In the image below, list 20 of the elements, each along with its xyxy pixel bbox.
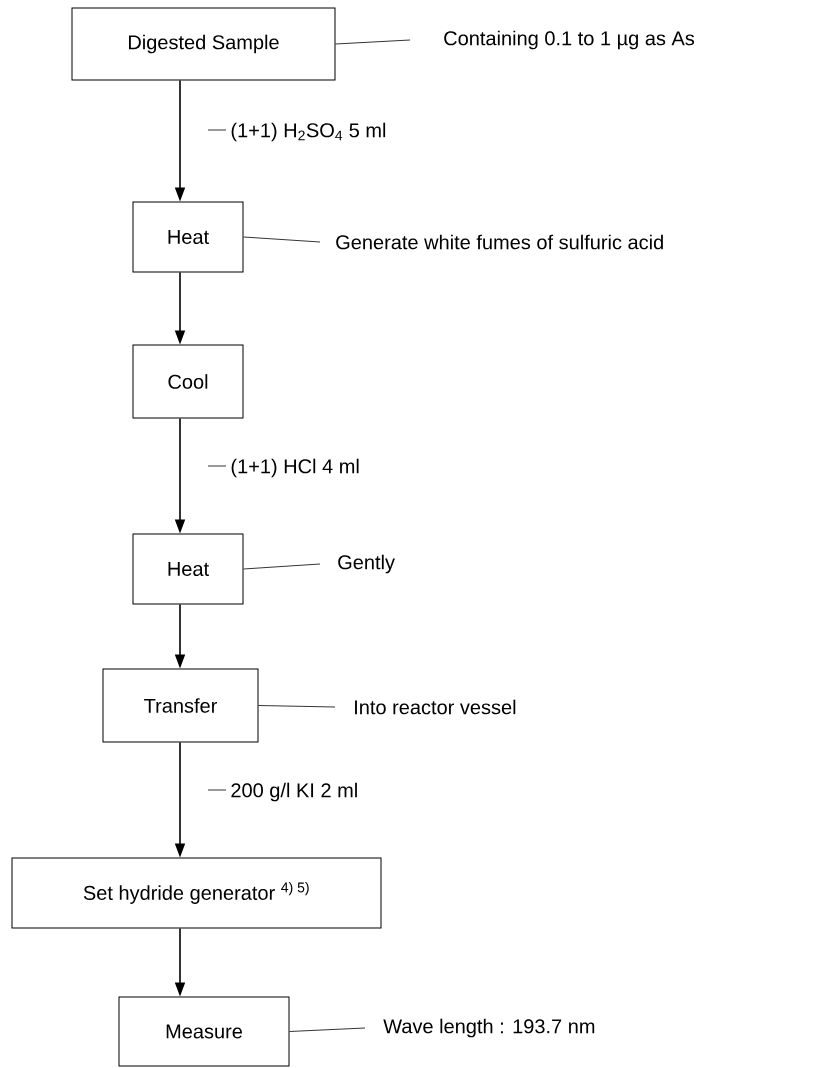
leader-line bbox=[258, 705, 336, 708]
process-box: Heat bbox=[132, 533, 244, 605]
note-text: Gently bbox=[338, 554, 395, 574]
edge-label: 200 g/l KI 2 ml bbox=[231, 782, 357, 802]
edge-label: (1+1) H$_{2}$SO$_{4}$ 5 ml bbox=[231, 122, 386, 142]
note-text: Containing 0.1 to 1 µg as As bbox=[444, 30, 695, 50]
note-text: Into reactor vessel bbox=[355, 699, 516, 715]
process-box: Transfer bbox=[102, 668, 259, 743]
note-text: Generate white fumes of sulfuric acid bbox=[336, 234, 663, 250]
process-box: Cool bbox=[132, 344, 244, 419]
process-box: Heat bbox=[132, 201, 244, 273]
edge-label: (1+1) HCl 4 ml bbox=[231, 458, 359, 478]
leader-line bbox=[243, 563, 321, 570]
process-box: Set hydride generator $^{4) 5)}$ bbox=[11, 857, 382, 929]
note-text: Wave length : 193.7 nm bbox=[383, 1018, 595, 1038]
leader-line bbox=[243, 236, 321, 243]
leader-line bbox=[335, 39, 411, 45]
process-box: Digested Sample bbox=[71, 7, 336, 81]
process-box: Measure bbox=[118, 996, 290, 1067]
leader-line bbox=[289, 1027, 366, 1032]
